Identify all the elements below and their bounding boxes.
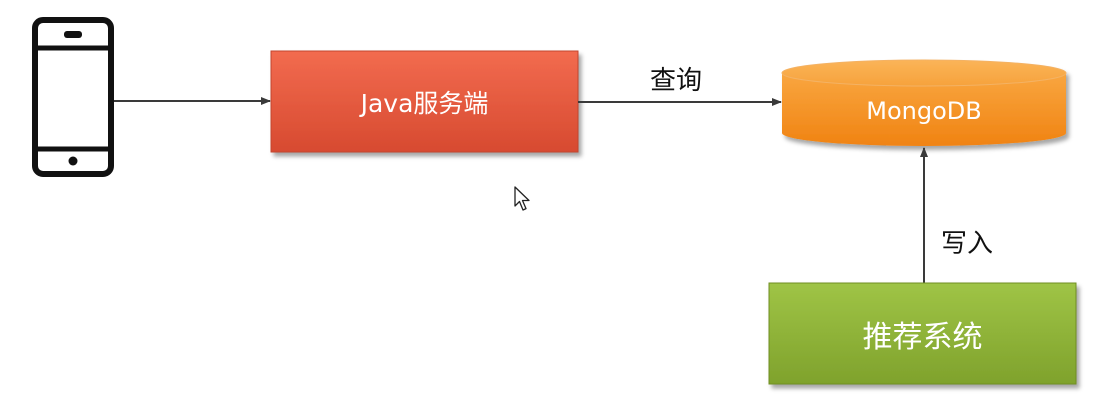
java-server-label: Java服务端 bbox=[360, 88, 489, 118]
query-edge-label: 查询 bbox=[650, 66, 703, 96]
mouse-pointer-icon bbox=[514, 186, 530, 211]
recommend-system-label: 推荐系统 bbox=[862, 319, 983, 355]
mongodb-label: MongoDB bbox=[866, 97, 982, 125]
write-edge-label: 写入 bbox=[941, 229, 994, 259]
mobile-phone-icon bbox=[32, 17, 114, 177]
mongodb-cylinder bbox=[781, 59, 1067, 146]
recommend-system-box bbox=[768, 282, 1077, 385]
